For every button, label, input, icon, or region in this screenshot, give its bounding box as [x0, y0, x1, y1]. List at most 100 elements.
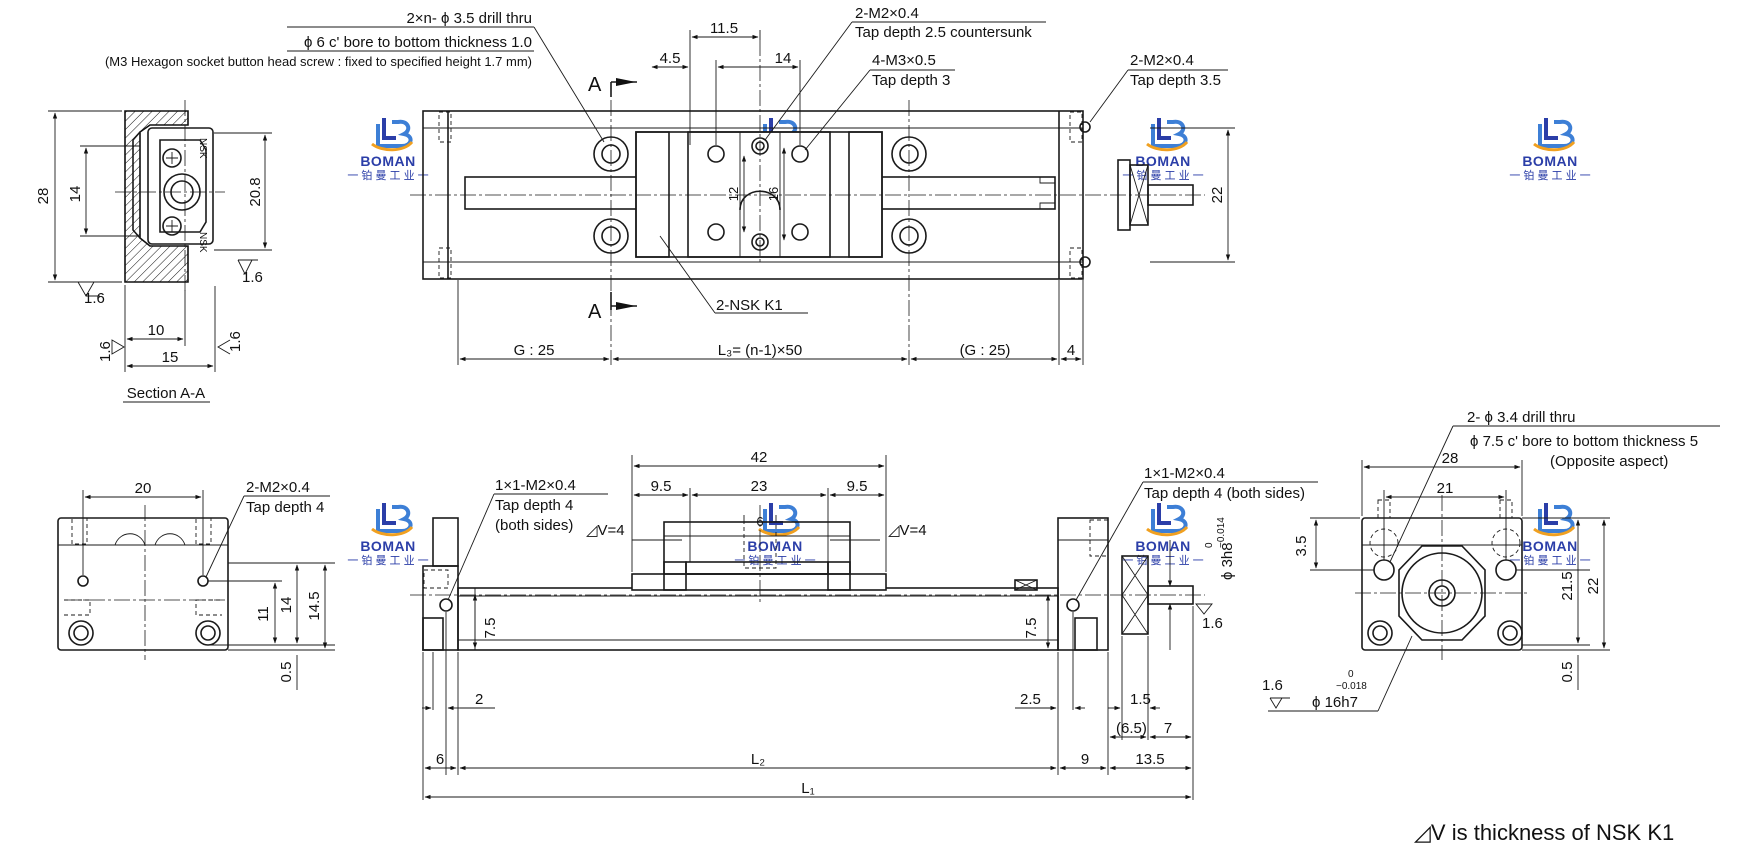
- logo-watermark-3: BOMAN 一 铂 曼 工 业 一: [1122, 116, 1204, 182]
- logo-subtitle: 一 铂 曼 工 业 一: [347, 168, 428, 182]
- logo-watermark-1: BOMAN 一 铂 曼 工 业 一: [347, 116, 429, 182]
- section-tiny-text-1: NSK: [197, 138, 208, 159]
- top-dim-l3: L₃= (n-1)×50: [718, 342, 803, 359]
- front-dv-left: ◿V=4: [586, 522, 625, 539]
- right-dim-21: 21: [1437, 480, 1454, 497]
- top-dim-g25: G : 25: [514, 342, 555, 359]
- section-rough-3: 1.6: [97, 341, 114, 362]
- right-dim-28: 28: [1442, 450, 1459, 467]
- logo-subtitle: 一 铂 曼 工 业 一: [1122, 553, 1203, 567]
- front-callout-right-1: 1×1-M2×0.4: [1144, 465, 1225, 482]
- section-rough-2: 1.6: [242, 269, 263, 286]
- left-dim-20: 20: [135, 480, 152, 497]
- right-end-view: 2- ϕ 3.4 drill thru ϕ 7.5 c' bore to bot…: [1262, 409, 1720, 712]
- front-dim-l2: L₂: [751, 751, 765, 768]
- section-screw-bottom: [162, 216, 182, 236]
- right-bore-tol-top: 0: [1348, 669, 1354, 680]
- front-dim-9-5a: 9.5: [651, 478, 672, 495]
- front-callout-left-2: Tap depth 4: [495, 497, 573, 514]
- top-dim-11-5: 11.5: [710, 20, 738, 37]
- top-nsk-label: 2-NSK K1: [716, 297, 783, 314]
- logo-name: BOMAN: [1522, 153, 1577, 169]
- top-callout-tap1-1: 2-M2×0.4: [855, 5, 919, 22]
- front-rough: 1.6: [1202, 615, 1223, 632]
- top-view: A A 2×n- ϕ 3.5 drill thru ϕ 6 c' bore to…: [105, 5, 1235, 365]
- logo-subtitle: 一 铂 曼 工 业 一: [1122, 168, 1203, 182]
- logo-subtitle: 一 铂 曼 工 业 一: [1509, 168, 1590, 182]
- logo-subtitle: 一 铂 曼 工 业 一: [734, 553, 815, 567]
- front-dv-right: ◿V=4: [888, 522, 927, 539]
- logo-watermark-4: BOMAN 一 铂 曼 工 业 一: [1509, 116, 1591, 182]
- front-base: [457, 587, 1059, 651]
- logo-watermark-8: BOMAN 一 铂 曼 工 业 一: [1509, 501, 1591, 567]
- section-dim-28: 28: [35, 188, 52, 205]
- logo-name: BOMAN: [1135, 538, 1190, 554]
- top-callout-tap3-1: 2-M2×0.4: [1130, 52, 1194, 69]
- left-end-screw-2: [195, 620, 221, 646]
- left-dim-14-5: 14.5: [306, 591, 323, 620]
- front-dim-9: 9: [1081, 751, 1089, 768]
- front-callout-right-2: Tap depth 4 (both sides): [1144, 485, 1305, 502]
- front-dim-7: 7: [1164, 720, 1172, 737]
- front-left-endcap: [432, 517, 459, 567]
- right-rough: 1.6: [1262, 677, 1283, 694]
- section-rough-1: 1.6: [84, 290, 105, 307]
- front-callout-left-3: (both sides): [495, 517, 573, 534]
- top-callout-tap3-2: Tap depth 3.5: [1130, 72, 1221, 89]
- front-shaft-dia: ϕ 3h8: [1219, 542, 1236, 580]
- left-dim-14: 14: [278, 597, 295, 614]
- front-dim-7-5a: 7.5: [482, 618, 499, 639]
- top-dim-16: 16: [766, 187, 781, 201]
- top-dim-14: 14: [775, 50, 792, 67]
- right-end-hole-2: [1495, 559, 1517, 581]
- logo-name: BOMAN: [1522, 538, 1577, 554]
- section-title: Section A-A: [127, 385, 205, 402]
- front-dim-2-5: 2.5: [1020, 691, 1041, 708]
- top-callout-drill-1: 2×n- ϕ 3.5 drill thru: [406, 10, 532, 27]
- top-callout-tap2-2: Tap depth 3: [872, 72, 950, 89]
- left-end-view: 20 2-M2×0.4 Tap depth 4 11 14 14.5 0.5: [57, 479, 335, 690]
- front-shaft-tol-bot: −0.014: [1216, 517, 1227, 548]
- left-callout-1: 2-M2×0.4: [246, 479, 310, 496]
- front-slide-block: [631, 573, 887, 591]
- front-shaft-tol-top: 0: [1204, 542, 1215, 548]
- left-callout-2: Tap depth 4: [246, 499, 324, 516]
- front-dim-6-5: (6.5): [1116, 720, 1147, 737]
- left-dim-0-5: 0.5: [278, 662, 295, 683]
- section-dim-15: 15: [162, 349, 179, 366]
- section-marker-a-bottom: A: [588, 301, 602, 323]
- section-inner-profile: [132, 131, 141, 239]
- top-dim-4: 4: [1067, 342, 1075, 359]
- right-bore-dia: ϕ 16h7: [1312, 694, 1358, 711]
- front-callout-left-1: 1×1-M2×0.4: [495, 477, 576, 494]
- top-dim-g25b: (G : 25): [960, 342, 1011, 359]
- footnote: ◿V is thickness of NSK K1: [1414, 820, 1674, 845]
- front-dim-13-5: 13.5: [1135, 751, 1164, 768]
- front-dim-2: 2: [475, 691, 483, 708]
- top-callout-drill-2: ϕ 6 c' bore to bottom thickness 1.0: [304, 34, 532, 51]
- section-block: [159, 139, 207, 233]
- front-right-endplate: [1057, 517, 1109, 651]
- top-callout-drill-3: (M3 Hexagon socket button head screw : f…: [105, 54, 532, 69]
- right-dim-21-5: 21.5: [1559, 571, 1576, 600]
- front-dim-6: 6: [756, 514, 763, 529]
- top-callout-tap1-2: Tap depth 2.5 countersunk: [855, 24, 1032, 41]
- section-rail: [147, 127, 214, 245]
- right-dim-22: 22: [1585, 578, 1602, 595]
- front-dim-6b: 6: [436, 751, 444, 768]
- logo-name: BOMAN: [360, 538, 415, 554]
- left-end-screw-1: [68, 620, 94, 646]
- top-corner-taps: [438, 111, 1091, 279]
- left-end-body: [57, 517, 229, 651]
- section-dim-10: 10: [148, 322, 165, 339]
- section-tiny-text-2: NSK: [197, 232, 208, 253]
- right-callout-3: (Opposite aspect): [1550, 453, 1668, 470]
- section-dim-14: 14: [67, 186, 84, 203]
- logo-name: BOMAN: [360, 153, 415, 169]
- top-dim-4-5: 4.5: [660, 50, 681, 67]
- logo-watermark-7: BOMAN 一 铂 曼 工 业 一: [1122, 501, 1204, 567]
- logo-name: BOMAN: [1135, 153, 1190, 169]
- front-dim-1-5: 1.5: [1130, 691, 1151, 708]
